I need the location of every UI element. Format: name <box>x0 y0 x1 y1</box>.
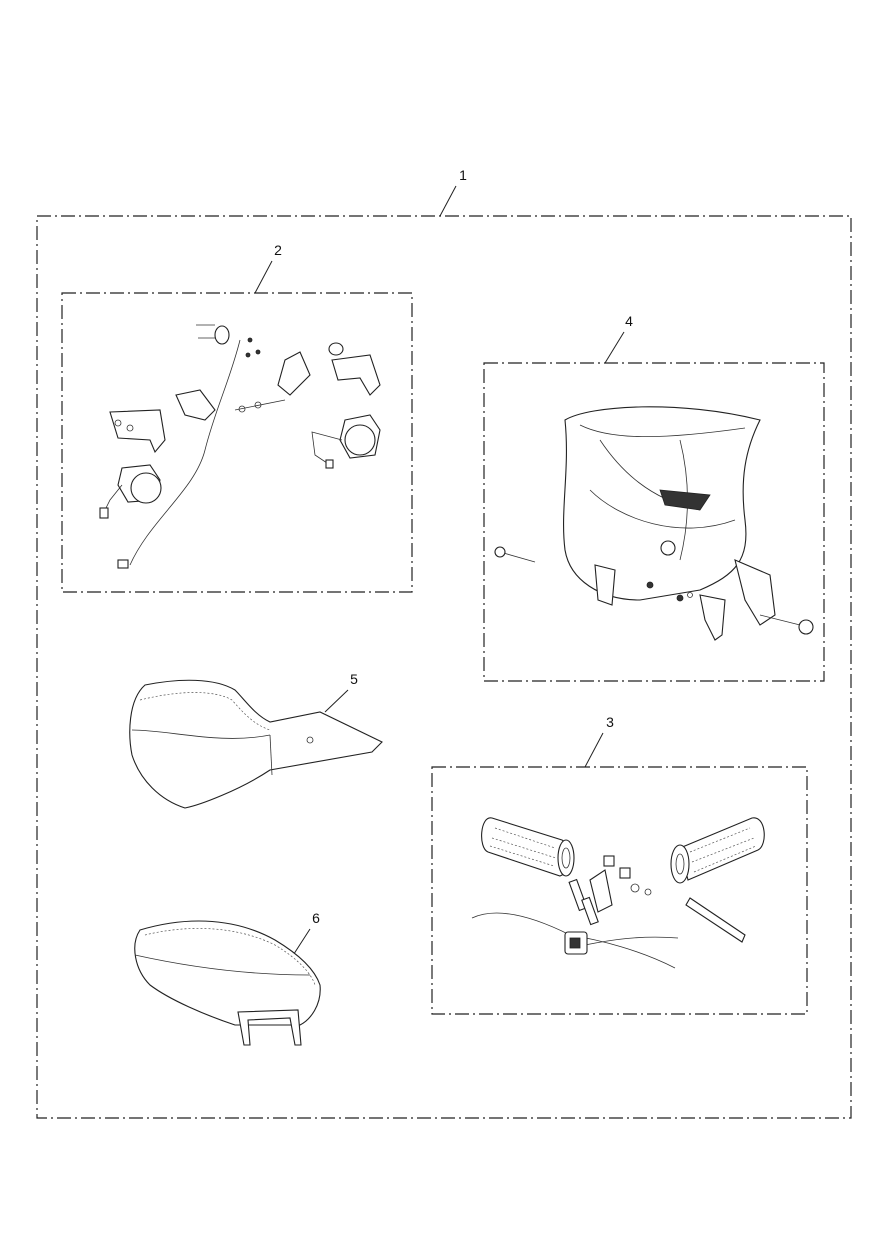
left-grip-illustration <box>481 817 575 877</box>
rider-seat-group: 5 <box>129 671 383 809</box>
switch-and-harness-illustration <box>471 855 746 969</box>
fog-light-right-illustration <box>234 342 381 469</box>
leader-line-4 <box>604 331 625 364</box>
callout-1[interactable]: 1 <box>459 167 467 183</box>
leader-line-3 <box>584 732 604 768</box>
fly-screen-kit-boundary <box>483 362 825 682</box>
heated-grip-kit-boundary <box>431 766 808 1015</box>
callout-6[interactable]: 6 <box>312 910 320 926</box>
callout-4[interactable]: 4 <box>625 313 633 329</box>
fog-light-kit-group: 2 <box>61 242 413 593</box>
fly-screen-kit-group: 4 <box>483 313 825 682</box>
leader-line-5 <box>324 689 349 713</box>
callout-5[interactable]: 5 <box>350 671 358 687</box>
kit-boundary <box>36 215 852 1119</box>
passenger-seat-illustration <box>134 920 321 1046</box>
kit-group-1: 1 <box>36 167 852 1119</box>
fly-screen-illustration <box>494 406 814 641</box>
fog-light-left-illustration <box>99 324 261 569</box>
passenger-seat-group: 6 <box>134 910 321 1046</box>
rider-seat-illustration <box>129 679 383 809</box>
callout-3[interactable]: 3 <box>606 714 614 730</box>
right-grip-illustration <box>670 817 765 884</box>
heated-grip-kit-group: 3 <box>431 714 808 1015</box>
callout-2[interactable]: 2 <box>274 242 282 258</box>
leader-line-1 <box>439 185 457 217</box>
fog-light-kit-boundary <box>61 292 413 593</box>
leader-line-2 <box>254 260 273 294</box>
